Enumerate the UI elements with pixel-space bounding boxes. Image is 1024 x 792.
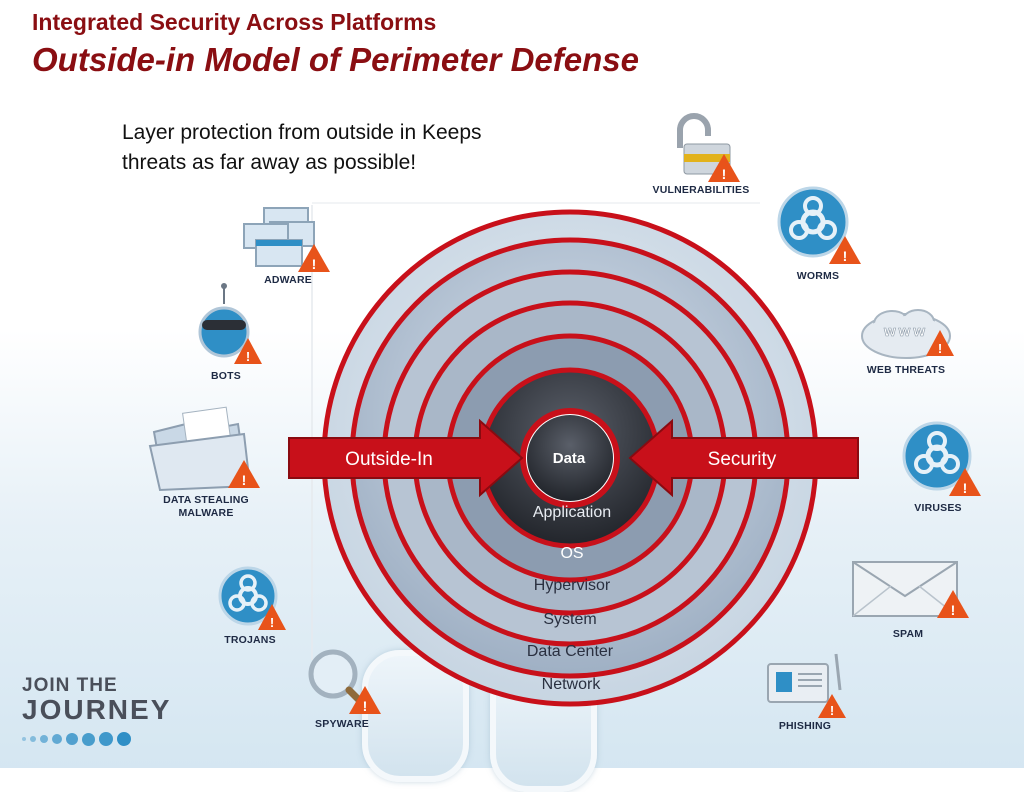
threat-label: PHISHING <box>778 720 832 732</box>
threat-label: SPYWARE <box>315 718 369 730</box>
svg-text:!: ! <box>938 341 942 356</box>
arrow-outside-in <box>288 418 524 498</box>
threat-web-threats: www ! WEB THREATS <box>852 306 960 377</box>
svg-text:!: ! <box>963 480 968 496</box>
threat-label-line2: MALWARE <box>178 507 234 519</box>
logo-line1: JOIN THE <box>22 675 118 696</box>
svg-text:!: ! <box>242 472 247 488</box>
threat-label-line1: DATA STEALING <box>163 494 249 506</box>
threat-spyware: ! SPYWARE <box>296 644 388 731</box>
intro-text: Layer protection from outside in Keeps t… <box>122 121 482 174</box>
perimeter-defense-diagram: Data Outside-In Security Application OS … <box>288 202 859 707</box>
robot-warning-icon: ! <box>198 283 262 364</box>
threat-label: WEB THREATS <box>866 364 946 376</box>
svg-text:!: ! <box>246 349 250 364</box>
layer-label-application: Application <box>533 504 611 521</box>
layer-label-hypervisor: Hypervisor <box>534 577 611 594</box>
arrow-security <box>628 418 859 498</box>
data-core-inner <box>527 415 613 501</box>
svg-text:!: ! <box>830 703 834 718</box>
envelope-warning-icon: ! <box>852 561 969 618</box>
windows-warning-icon: ! <box>243 207 330 272</box>
threat-worms: ! WORMS <box>770 184 866 283</box>
threat-label: SPAM <box>892 628 924 640</box>
page-subtitle: Integrated Security Across Platforms <box>32 9 437 35</box>
threat-spam: ! SPAM <box>842 556 974 641</box>
svg-text:!: ! <box>363 698 368 714</box>
arrow-left-label: Outside-In <box>345 449 433 470</box>
threat-viruses: ! VIRUSES <box>892 420 984 515</box>
phishing-warning-icon: ! <box>767 653 846 718</box>
layer-label-network: Network <box>542 676 602 693</box>
logo-dots <box>22 732 171 746</box>
layer-label-data-center: Data Center <box>527 643 614 660</box>
svg-text:!: ! <box>722 166 727 182</box>
threat-label: TROJANS <box>224 634 276 646</box>
www-text: www <box>883 323 928 340</box>
svg-text:!: ! <box>951 602 956 618</box>
threat-label: ADWARE <box>264 274 312 286</box>
threat-trojans: ! TROJANS <box>204 564 296 647</box>
svg-text:!: ! <box>843 248 848 264</box>
folder-warning-icon: ! <box>148 406 260 492</box>
svg-text:!: ! <box>270 615 274 630</box>
padlock-warning-icon: ! <box>677 113 740 182</box>
biohazard-warning-icon: ! <box>218 566 286 630</box>
threat-label: WORMS <box>796 270 840 282</box>
magnifier-warning-icon: ! <box>308 649 381 714</box>
threat-label: BOTS <box>211 370 241 382</box>
page-title: Outside-in Model of Perimeter Defense <box>32 41 639 78</box>
threat-label: VULNERABILITIES <box>652 184 750 196</box>
layer-label-system: System <box>543 611 596 628</box>
threat-bots: ! BOTS <box>186 280 266 383</box>
center-label: Data <box>553 450 586 467</box>
join-the-journey-logo: JOIN THE JOURNEY <box>22 676 171 746</box>
arrow-right-label: Security <box>708 449 777 470</box>
threat-adware: ! ADWARE <box>238 202 338 287</box>
layer-label-os: OS <box>560 545 583 562</box>
cloud-warning-icon: www ! <box>861 309 954 359</box>
logo-line2: JOURNEY <box>22 694 172 725</box>
threat-phishing: ! PHISHING <box>760 650 850 733</box>
threat-data-stealing-malware: ! DATA STEALING MALWARE <box>146 402 266 520</box>
svg-text:!: ! <box>312 256 317 272</box>
threat-vulnerabilities: ! VULNERABILITIES <box>646 110 756 197</box>
threat-label: VIRUSES <box>914 502 962 514</box>
biohazard-warning-icon: ! <box>902 421 981 496</box>
biohazard-warning-icon: ! <box>777 186 861 264</box>
